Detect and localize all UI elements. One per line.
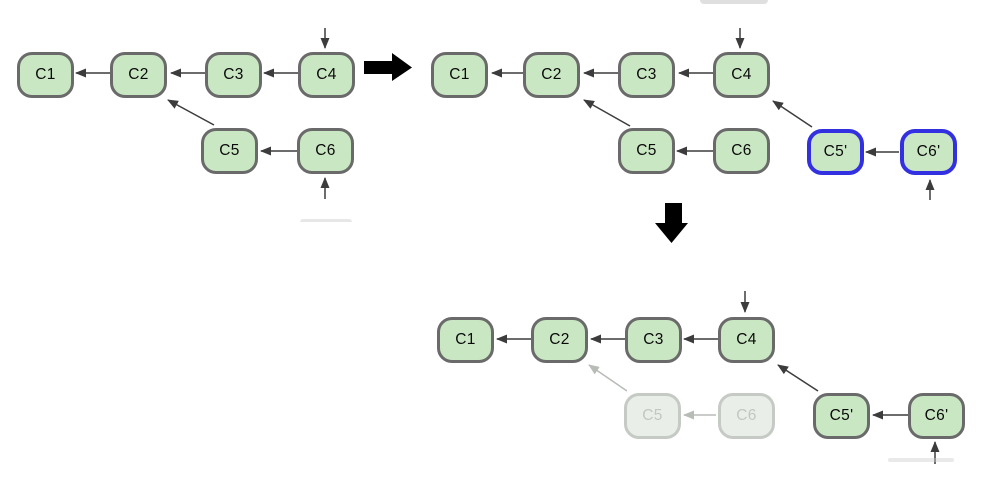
commit-node-after-c3: C3 [625,317,682,363]
commit-node-before-c4: C4 [298,52,355,98]
commit-node-during-c5: C5 [618,128,675,174]
arrow-after-c5p-c4 [777,364,819,392]
commit-node-after-c6-prime: C6' [908,393,965,439]
arrow-after-old-c5-c2 [588,364,628,392]
commit-node-during-c1: C1 [431,52,488,98]
commit-node-before-c5: C5 [201,128,258,174]
commit-node-during-c4: C4 [713,52,770,98]
commit-node-during-c5-prime: C5' [807,129,864,175]
commit-node-during-c6-prime: C6' [900,129,957,175]
transform-right-arrow-icon [364,53,412,81]
cropped-label-artifact-middle [300,219,352,222]
commit-node-before-c6: C6 [297,128,354,174]
cropped-label-artifact-bottom [888,458,954,462]
commit-node-during-c3: C3 [618,52,675,98]
commit-node-before-c2: C2 [110,52,167,98]
commit-node-after-c2: C2 [531,317,588,363]
arrow-before-c5-c2 [167,99,215,126]
arrow-during-c5p-c4 [772,100,813,128]
commit-node-after-c4: C4 [718,317,775,363]
commit-node-before-c3: C3 [205,52,262,98]
commit-node-after-old-c6: C6 [718,393,775,439]
cropped-label-artifact-top [700,0,768,4]
commit-node-before-c1: C1 [17,52,74,98]
commit-node-after-old-c5: C5 [624,393,681,439]
transform-down-arrow-icon [655,203,688,243]
commit-node-after-c1: C1 [437,317,494,363]
arrow-during-c5-c2 [583,99,631,127]
commit-node-during-c6: C6 [713,128,770,174]
commit-node-during-c2: C2 [523,52,580,98]
commit-node-after-c5-prime: C5' [813,393,870,439]
